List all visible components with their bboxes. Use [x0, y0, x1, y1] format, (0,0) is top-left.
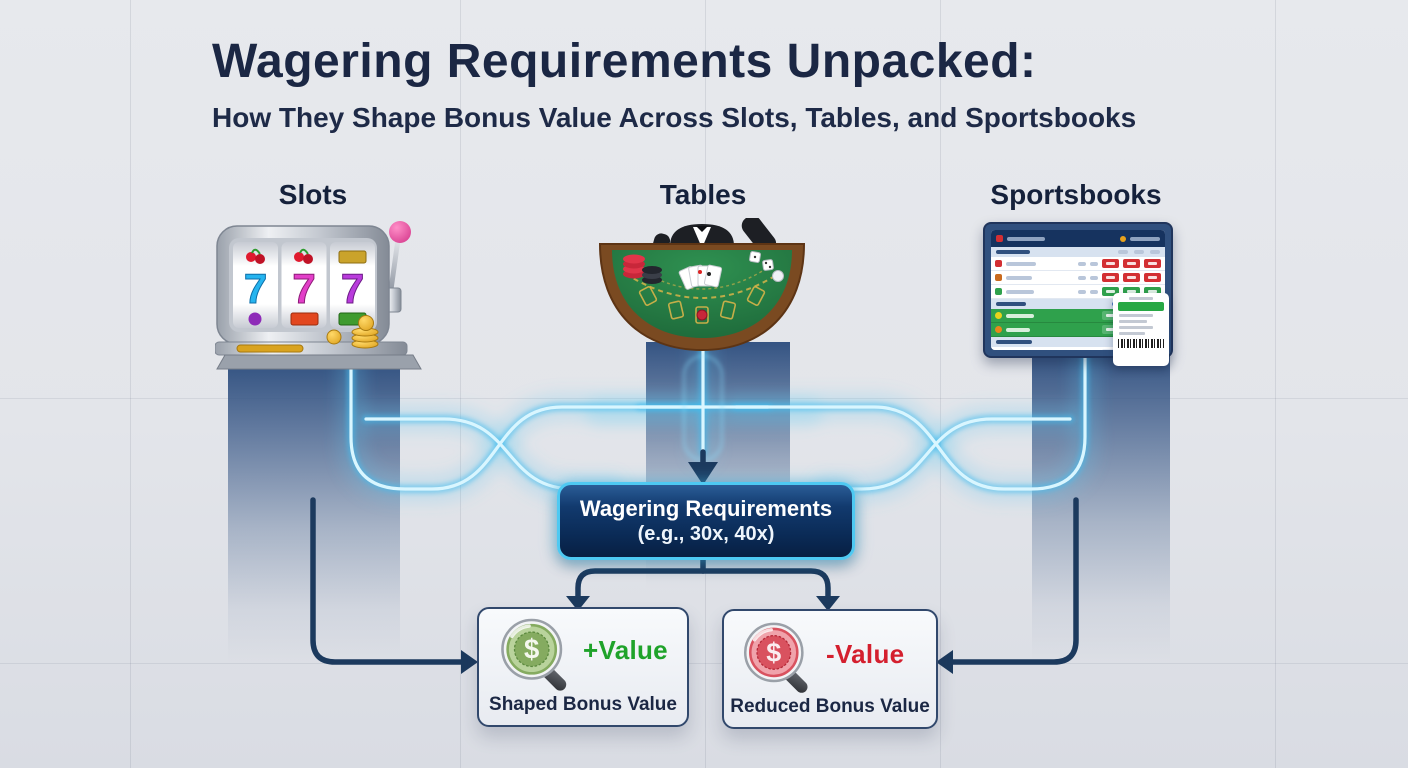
bet-slip-button — [1118, 302, 1164, 311]
dollar-symbol: $ — [766, 638, 781, 668]
bar-symbol-icon — [290, 312, 319, 326]
playing-cards-icon — [678, 264, 723, 290]
dice-icon — [749, 251, 784, 282]
slot-reels: 7 7 7 — [233, 242, 375, 328]
cherries-icon — [246, 248, 265, 264]
slot-machine-illustration: 7 7 7 — [214, 206, 427, 371]
berry-symbol-icon — [248, 312, 262, 326]
positive-outcome-caption: Shaped Bonus Value — [489, 694, 677, 715]
cherries-icon — [294, 248, 313, 264]
arrowhead-left-icon — [936, 650, 953, 674]
negative-outcome-caption: Reduced Bonus Value — [730, 696, 930, 717]
positive-value-label: +Value — [583, 635, 668, 665]
seven-symbol: 7 — [244, 265, 267, 312]
background-seam — [1275, 0, 1276, 768]
blackjack-table-illustration — [596, 215, 808, 358]
column-label-sportsbooks: Sportsbooks — [990, 179, 1162, 210]
sportsbooks-column-band — [1032, 350, 1170, 662]
dollar-symbol: $ — [524, 634, 539, 665]
page-title: Wagering Requirements Unpacked: — [212, 35, 1037, 88]
logo-icon — [996, 235, 1003, 242]
seven-symbol: 7 — [341, 265, 364, 312]
outcome-box-positive: $ +Value Shaped Bonus Value — [477, 607, 689, 727]
seven-symbol: 7 — [292, 265, 315, 312]
column-label-tables: Tables — [659, 179, 747, 210]
odds-row — [991, 271, 1165, 285]
background-seam — [130, 0, 131, 768]
sportsbook-illustration — [983, 222, 1183, 366]
magnifier-dollar-green-icon: $ — [501, 618, 567, 691]
wagering-requirements-example: (e.g., 30x, 40x) — [637, 523, 775, 545]
odds-section-header — [991, 247, 1165, 257]
slots-column-band — [228, 364, 400, 662]
barcode-icon — [1118, 339, 1164, 348]
column-label-slots: Slots — [278, 179, 348, 210]
magnifier-dollar-red-icon: $ — [743, 622, 808, 693]
odds-row — [991, 257, 1165, 271]
bar-symbol-icon — [338, 250, 367, 264]
sportsbook-header — [991, 230, 1165, 247]
bet-spots — [638, 286, 766, 324]
slot-machine-icon: 7 7 7 — [214, 221, 422, 370]
chip-stack-icon — [623, 254, 662, 284]
ball-icon — [1120, 235, 1126, 242]
page-subtitle: How They Shape Bonus Value Across Slots,… — [212, 102, 1137, 133]
negative-value-label: -Value — [826, 639, 905, 669]
slot-lever-icon — [383, 221, 411, 313]
background-seam — [0, 663, 1408, 664]
gold-coins-icon — [326, 315, 379, 349]
coin-slot — [236, 344, 304, 353]
chip-icon — [696, 309, 708, 321]
odds-cell — [1102, 259, 1119, 268]
blackjack-table-icon — [598, 215, 806, 352]
wagering-requirements-title: Wagering Requirements — [579, 496, 833, 521]
wagering-requirements-box: Wagering Requirements (e.g., 30x, 40x) — [557, 482, 855, 560]
bet-slip — [1113, 293, 1169, 366]
arrowhead-right-icon — [461, 650, 478, 674]
outcome-box-negative: $ -Value Reduced Bonus Value — [722, 609, 938, 729]
